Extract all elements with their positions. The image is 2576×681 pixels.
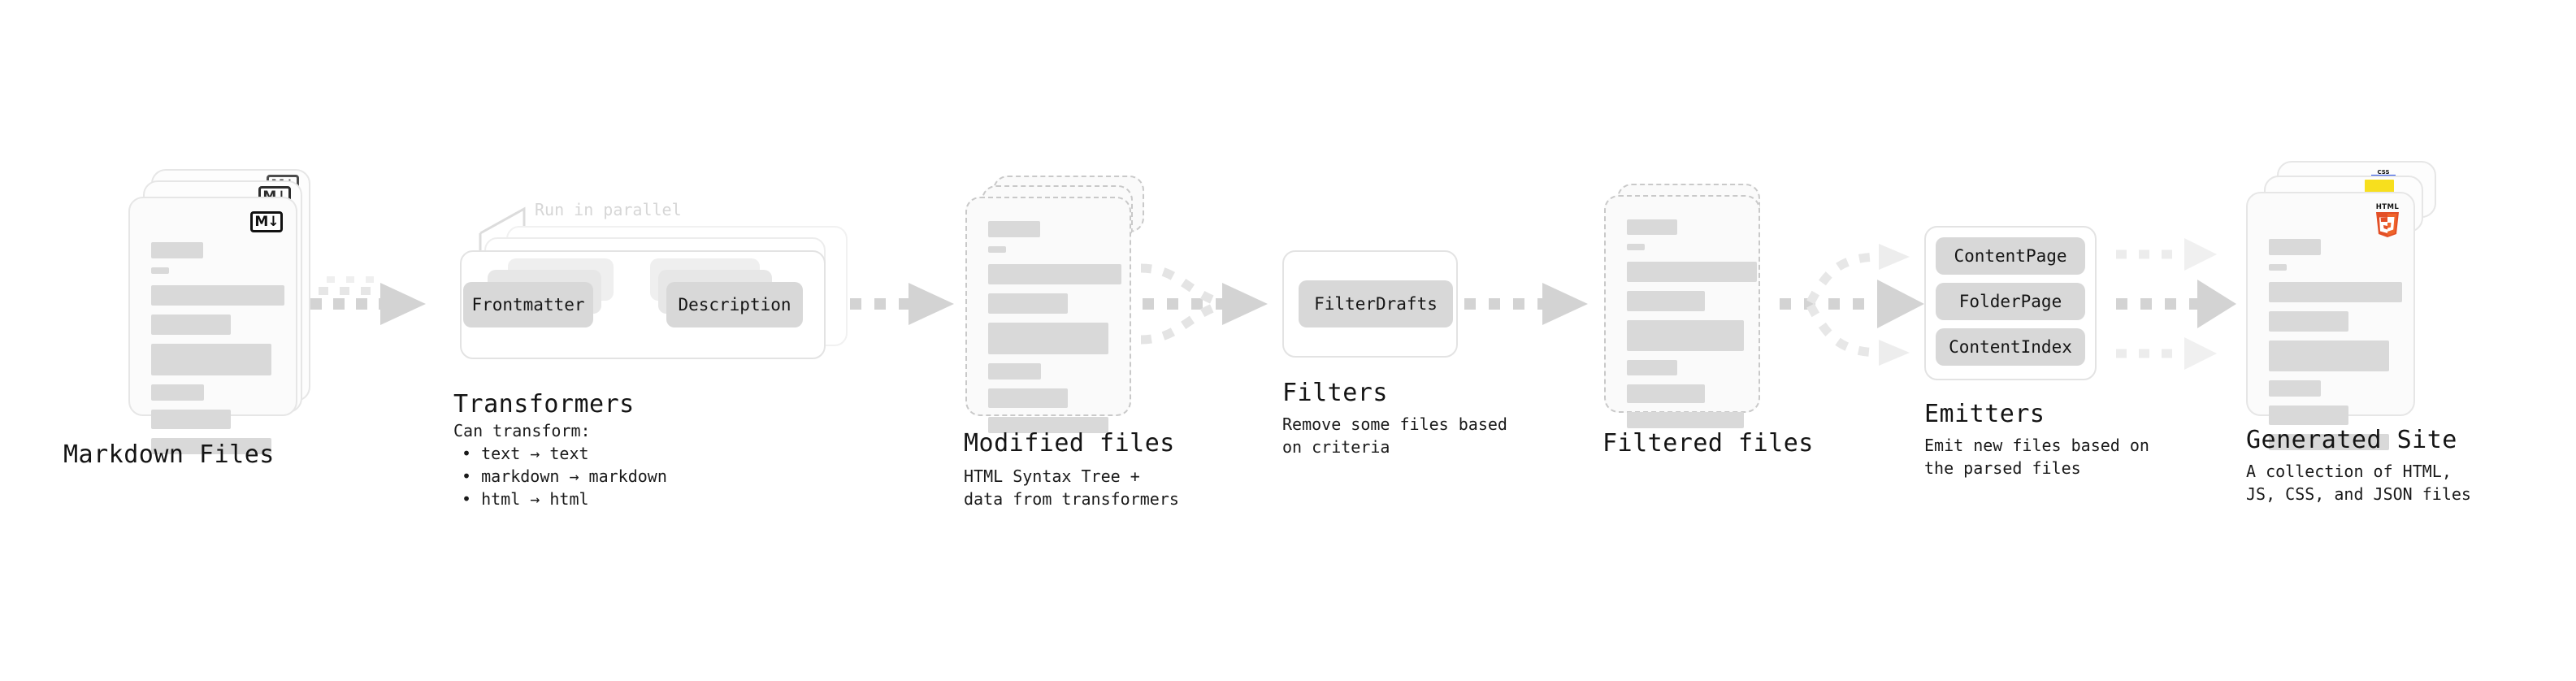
placeholder-lines	[988, 221, 1121, 442]
markdown-card-front: M↓	[128, 197, 297, 454]
modified-files-subtitle: HTML Syntax Tree + data from transformer…	[964, 466, 1179, 509]
transformers-bullet-list: • text → text • markdown → markdown • ht…	[462, 442, 667, 510]
stage-title-markdown-files: Markdown Files	[63, 440, 275, 469]
stage-title-filters: Filters	[1282, 379, 1388, 407]
transformers-subtitle-head: Can transform:	[453, 421, 591, 440]
arrow-markdown-to-transformers	[310, 276, 426, 325]
markdown-icon: M↓	[250, 211, 283, 232]
transformer-chip-description[interactable]: Description	[666, 282, 803, 327]
arrow-modified-to-filters	[1140, 263, 1268, 345]
stage-title-transformers: Transformers	[453, 390, 635, 419]
placeholder-lines	[2269, 239, 2402, 459]
stage-title-emitters: Emitters	[1924, 400, 2045, 428]
arrow-filtered-to-emitters	[1780, 244, 1924, 366]
filtered-card-front	[1604, 195, 1760, 428]
bullet-html-to-html: • html → html	[462, 489, 589, 509]
arrow-emitters-to-site	[2116, 238, 2236, 370]
generated-site-subtitle: A collection of HTML, JS, CSS, and JSON …	[2246, 462, 2471, 504]
modified-card-front	[965, 197, 1131, 433]
placeholder-lines	[151, 242, 284, 463]
svg-text:HTML: HTML	[2376, 203, 2400, 211]
arrow-filters-to-filtered	[1464, 283, 1588, 325]
stage-title-generated-site: Generated Site	[2246, 426, 2457, 454]
run-in-parallel-label: Run in parallel	[535, 200, 682, 219]
transformer-chip-frontmatter[interactable]: Frontmatter	[463, 282, 593, 327]
site-card-front: HTML	[2246, 192, 2415, 450]
filters-subtitle: Remove some files based on criteria	[1282, 414, 1507, 457]
placeholder-lines	[1627, 219, 1757, 437]
filter-chip-filterdrafts[interactable]: FilterDrafts	[1299, 280, 1453, 327]
svg-text:CSS: CSS	[2377, 169, 2389, 176]
emitter-chip-folderpage[interactable]: FolderPage	[1936, 283, 2085, 320]
stage-title-filtered-files: Filtered files	[1602, 429, 1814, 458]
bullet-markdown-to-markdown: • markdown → markdown	[462, 466, 667, 486]
emitters-subtitle: Emit new files based on the parsed files	[1924, 436, 2149, 478]
bullet-text-to-text: • text → text	[462, 444, 589, 463]
html5-icon: HTML	[2373, 202, 2402, 237]
emitter-chip-contentpage[interactable]: ContentPage	[1936, 237, 2085, 275]
stage-title-modified-files: Modified files	[964, 429, 1175, 458]
emitter-chip-contentindex[interactable]: ContentIndex	[1936, 328, 2085, 366]
css-icon: CSS	[2371, 166, 2396, 178]
